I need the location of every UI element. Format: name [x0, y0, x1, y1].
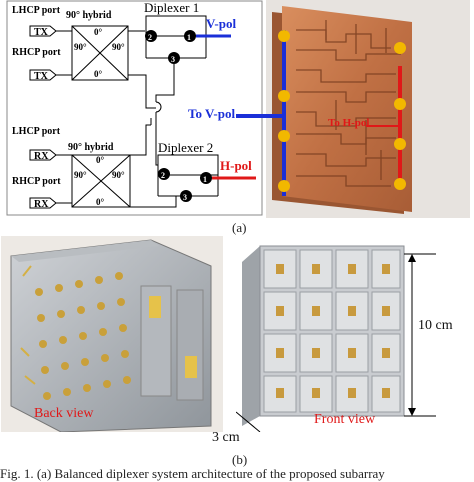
- figure-caption: Fig. 1. (a) Balanced diplexer system arc…: [0, 466, 385, 481]
- rx-port-1: RX: [34, 151, 49, 162]
- rhcp-port-label-top: RHCP port: [12, 47, 61, 58]
- svg-text:2: 2: [148, 33, 152, 42]
- tx-port-1: TX: [34, 27, 49, 38]
- dimension-3cm: 3 cm: [212, 430, 240, 445]
- svg-text:90°: 90°: [74, 42, 87, 52]
- svg-text:1: 1: [187, 33, 191, 42]
- diplexer-1-label: Diplexer 1: [144, 0, 199, 15]
- to-vpol-connector: [236, 114, 270, 118]
- svg-text:0°: 0°: [94, 69, 103, 79]
- svg-text:0°: 0°: [96, 155, 105, 165]
- svg-text:3: 3: [171, 55, 175, 64]
- to-vpol-text: To V-pol: [187, 106, 237, 122]
- tx-port-2: TX: [34, 71, 49, 82]
- diplexer-2-label: Diplexer 2: [158, 140, 213, 155]
- rx-port-2: RX: [34, 199, 49, 210]
- pcb-photo: To V-pol To H-pol: [182, 0, 470, 218]
- vpol-label: V-pol: [206, 16, 236, 31]
- svg-text:0°: 0°: [96, 197, 105, 207]
- figure-label-a: (a): [232, 220, 247, 235]
- svg-text:90°: 90°: [112, 42, 125, 52]
- svg-text:90°: 90°: [74, 170, 87, 180]
- svg-text:2: 2: [161, 171, 165, 180]
- svg-text:1: 1: [203, 175, 207, 184]
- svg-text:90°: 90°: [112, 170, 125, 180]
- dimension-10cm: 10 cm: [418, 318, 453, 333]
- back-view-photo: [1, 236, 223, 433]
- rhcp-port-label-bottom: RHCP port: [12, 176, 61, 187]
- svg-text:0°: 0°: [94, 27, 103, 37]
- front-view-label: Front view: [314, 412, 376, 427]
- back-view-label: Back view: [34, 406, 94, 421]
- figure-label-b: (b): [232, 452, 248, 467]
- to-hpol-label: To H-pol: [328, 117, 369, 129]
- hybrid-label-bottom: 90° hybrid: [68, 142, 114, 153]
- lhcp-port-label-top: LHCP port: [12, 5, 61, 16]
- front-view-photo: [235, 236, 472, 433]
- lhcp-port-label-bottom: LHCP port: [12, 126, 61, 137]
- hpol-label: H-pol: [220, 158, 252, 173]
- hybrid-label-top: 90° hybrid: [66, 10, 112, 21]
- svg-text:3: 3: [183, 193, 187, 202]
